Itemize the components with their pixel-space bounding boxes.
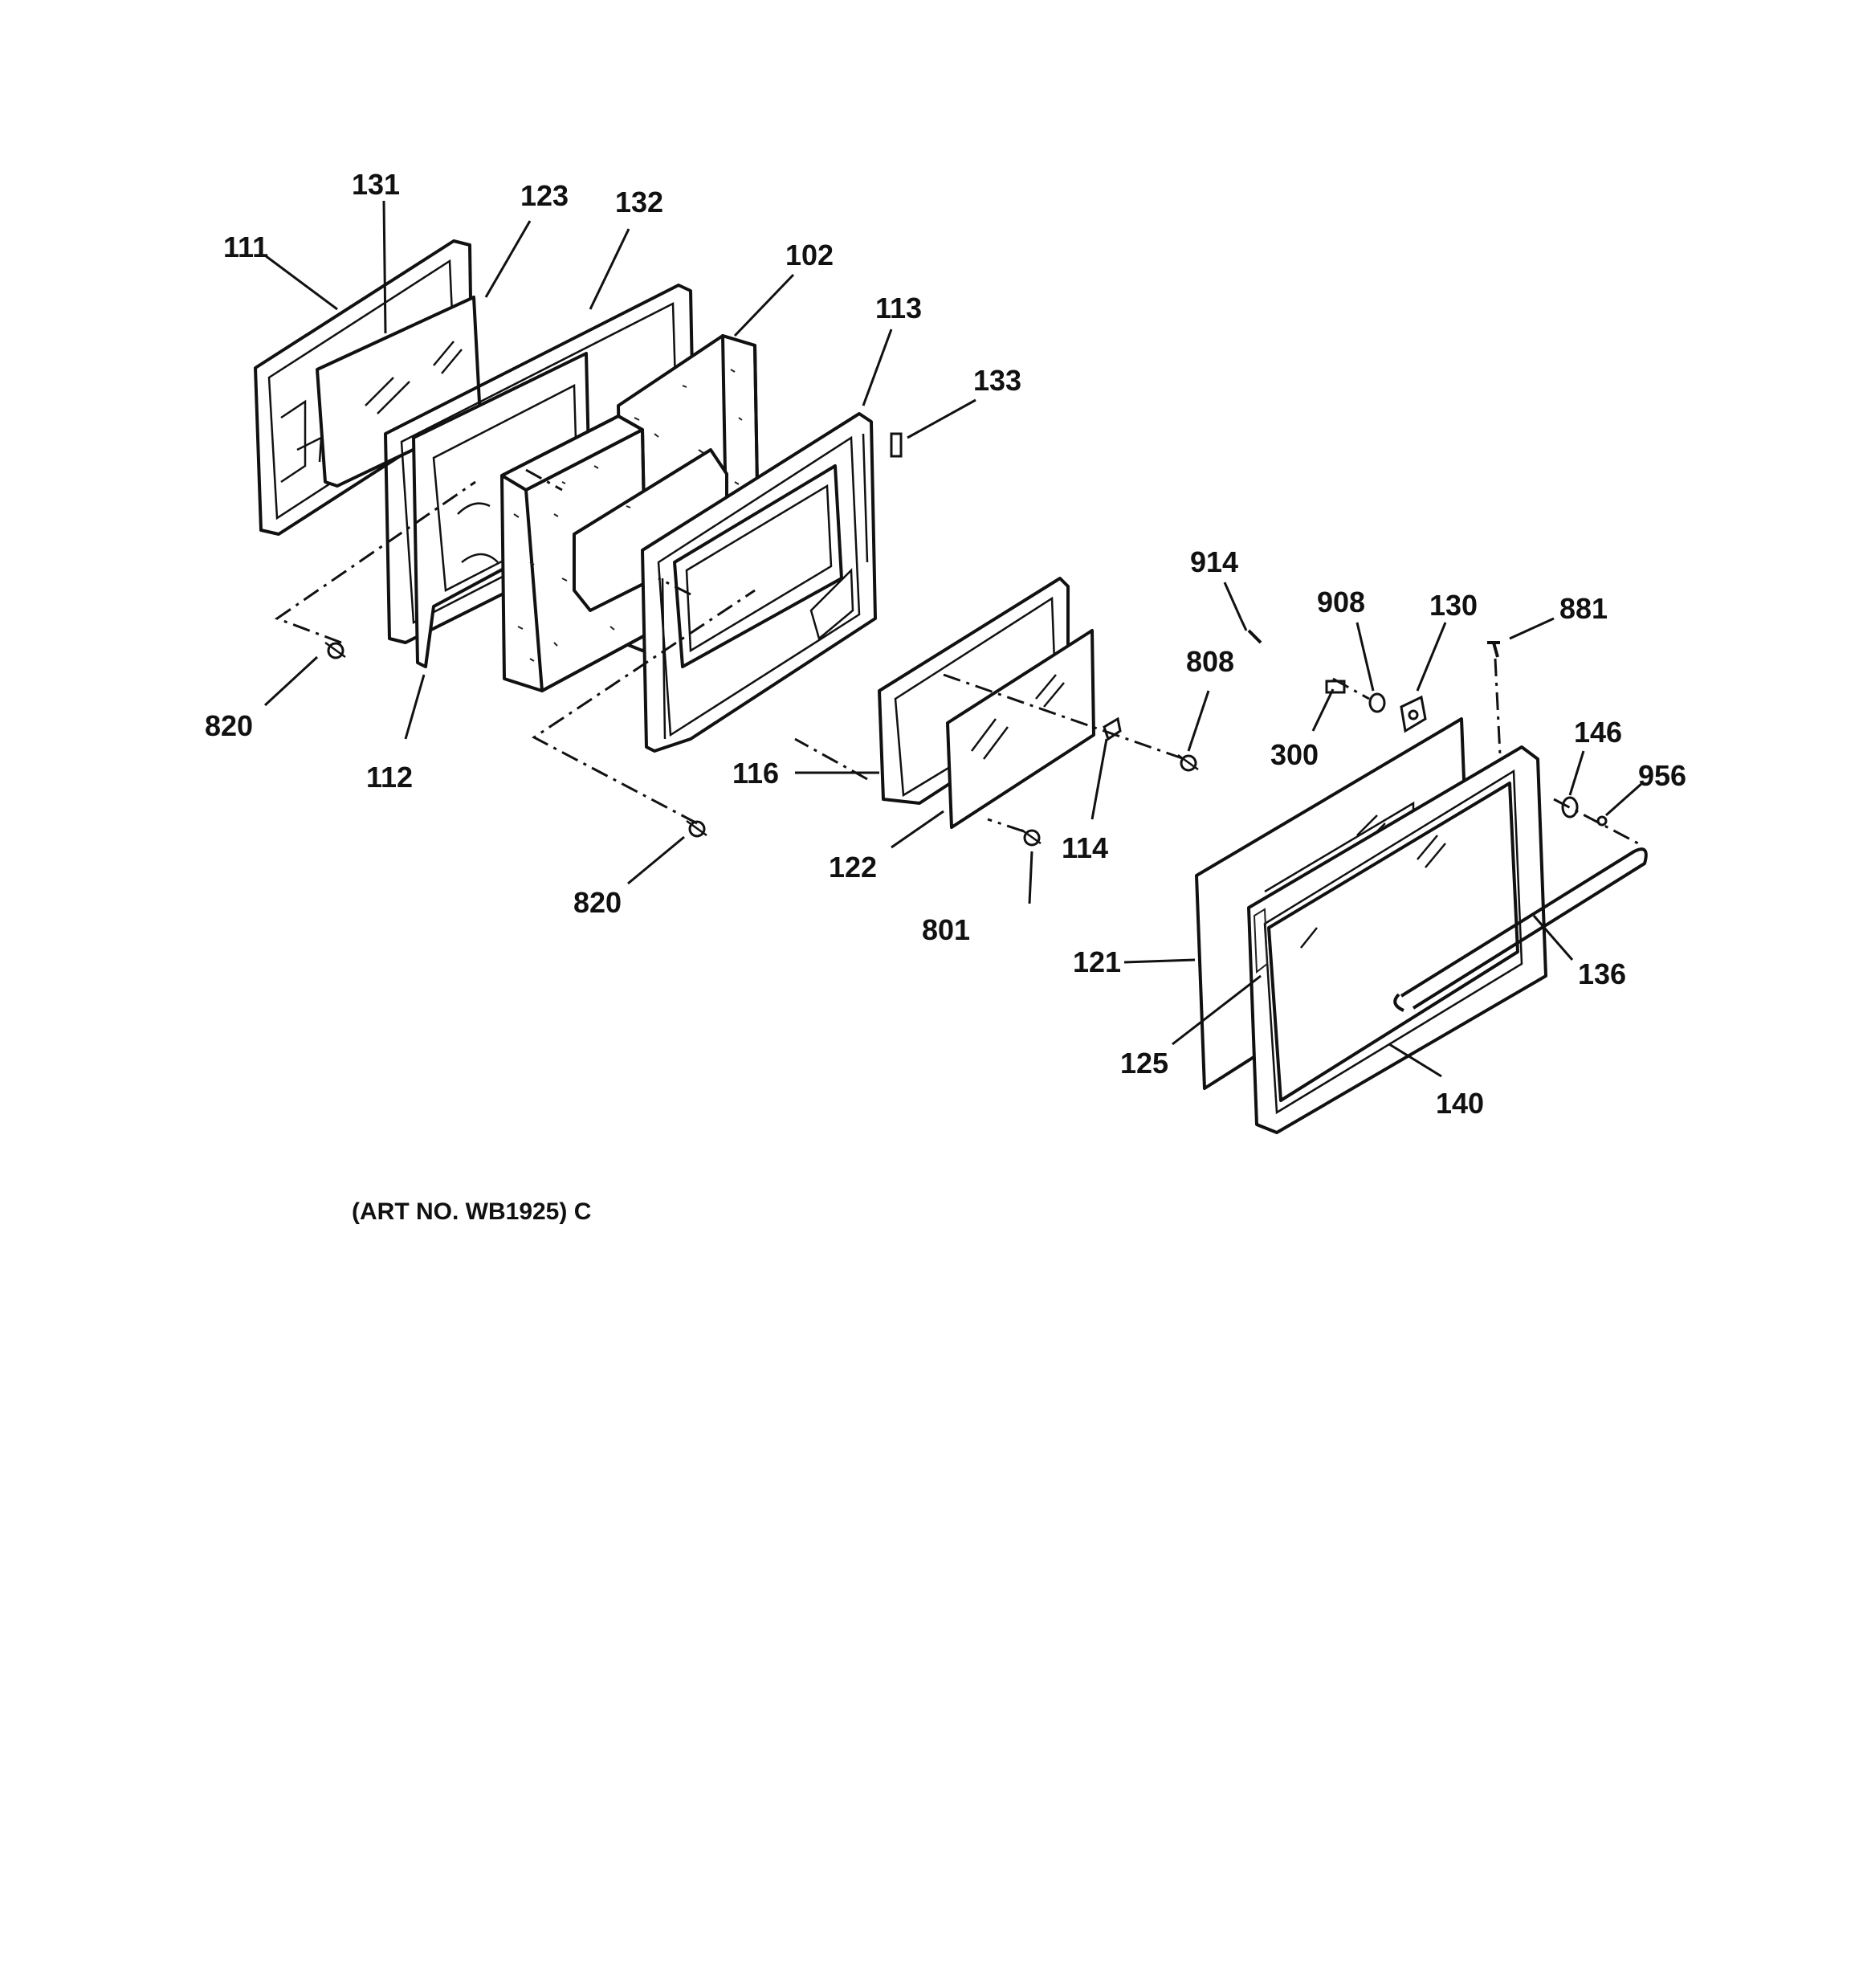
part-881-screw (1487, 641, 1500, 658)
part-122-glass (946, 629, 1095, 829)
callout-131: 131 (352, 168, 400, 201)
screw-820-a (324, 641, 346, 659)
callout-808: 808 (1186, 645, 1234, 678)
callout-labels: 111 131 123 132 102 113 133 820 112 116 … (205, 168, 1686, 1120)
callout-136: 136 (1578, 957, 1626, 990)
callout-113: 113 (875, 292, 922, 325)
callout-123: 123 (520, 179, 569, 212)
callout-133: 133 (973, 364, 1021, 397)
callout-130: 130 (1429, 589, 1478, 622)
callout-956: 956 (1638, 759, 1686, 792)
callout-300: 300 (1270, 738, 1319, 771)
art-number: (ART NO. WB1925) C (352, 1198, 591, 1225)
callout-146: 146 (1574, 716, 1622, 749)
part-140-outer-frame (1247, 745, 1547, 1134)
part-908-washer (1368, 692, 1386, 713)
callout-881: 881 (1559, 592, 1608, 625)
leader-lines (263, 200, 1643, 1078)
callout-112: 112 (366, 761, 413, 794)
callout-801: 801 (922, 913, 970, 946)
part-130-bracket (1400, 695, 1427, 733)
part-136-handle (1393, 847, 1648, 1012)
callout-140: 140 (1436, 1087, 1484, 1120)
callout-914: 914 (1190, 545, 1238, 578)
callout-820-a: 820 (205, 709, 253, 742)
callout-116: 116 (732, 757, 779, 790)
part-914-screw (1247, 629, 1262, 644)
callout-114: 114 (1062, 831, 1108, 864)
part-102-insulation-front (500, 414, 728, 692)
part-146-end-cap (1561, 796, 1579, 818)
part-956-screw (1596, 815, 1608, 827)
part-114-clip (1103, 716, 1122, 741)
callout-908: 908 (1317, 586, 1365, 618)
callout-121: 121 (1073, 945, 1121, 978)
assembly-lines (274, 468, 1639, 845)
callout-102: 102 (785, 239, 834, 271)
part-123-inner-glass (316, 296, 482, 488)
callout-122: 122 (829, 851, 877, 884)
callout-125: 125 (1120, 1047, 1168, 1080)
callout-111: 111 (223, 231, 268, 263)
callout-820-b: 820 (573, 886, 622, 919)
screw-820-b (686, 819, 707, 838)
part-133-pin (890, 432, 903, 458)
screw-801 (1021, 828, 1042, 847)
callout-132: 132 (615, 186, 663, 218)
part-113-door-panel (641, 412, 877, 753)
